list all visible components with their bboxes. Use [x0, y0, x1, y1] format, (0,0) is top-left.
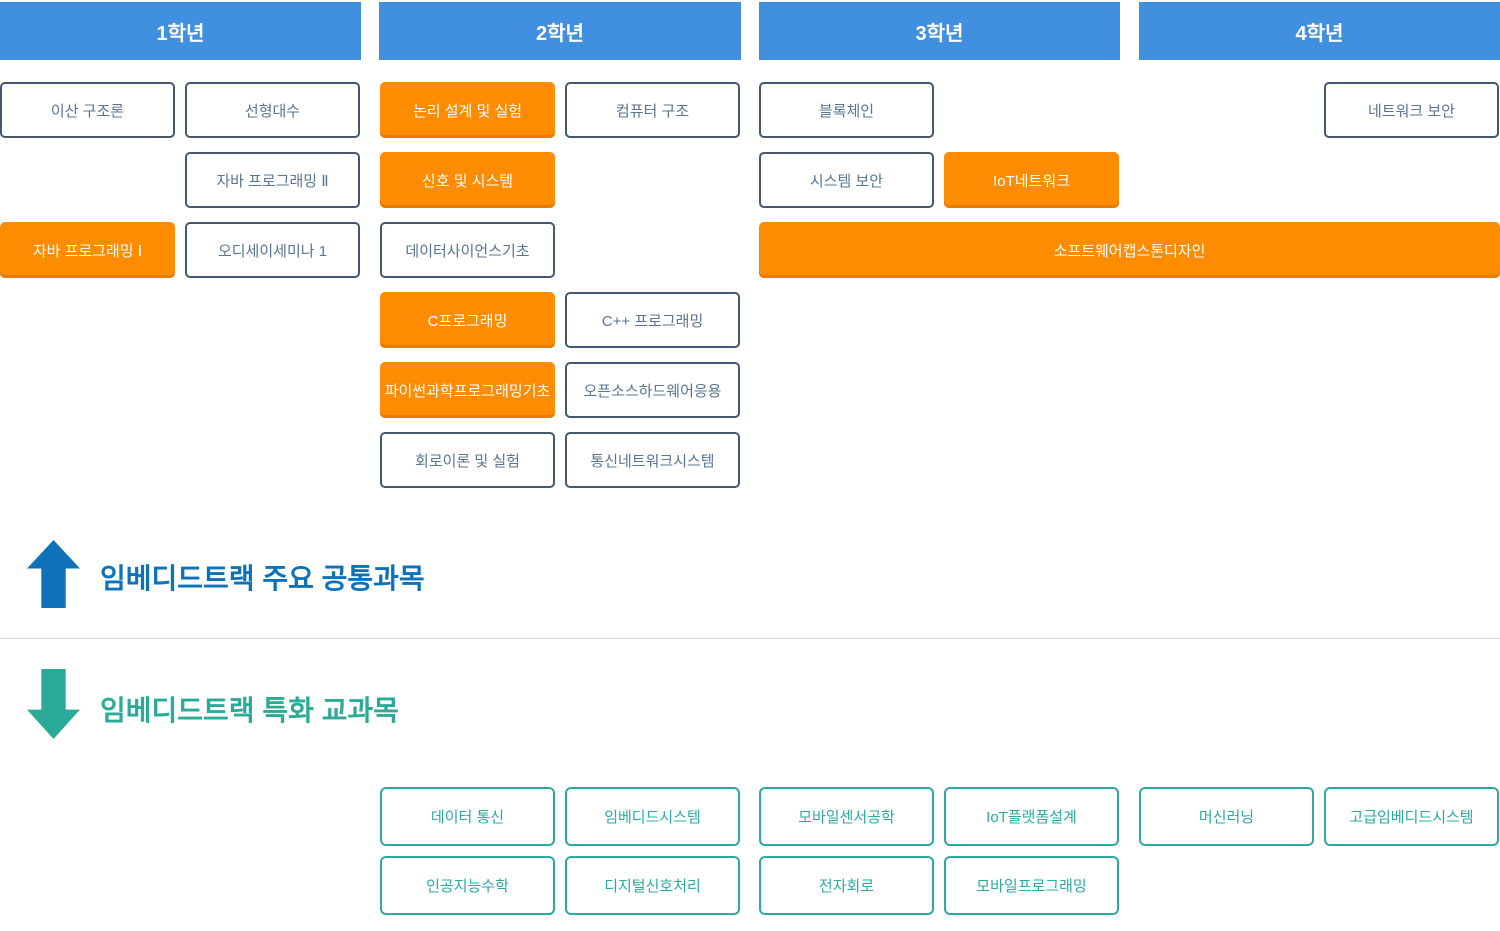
course-box: 파이썬과학프로그래밍기초 — [380, 362, 555, 418]
year-header: 2학년 — [379, 2, 741, 60]
course-box: 신호 및 시스템 — [380, 152, 555, 208]
course-box: 회로이론 및 실험 — [380, 432, 555, 488]
special-track-heading: 임베디드트랙 특화 교과목 — [100, 695, 399, 726]
course-box: 통신네트워크시스템 — [565, 432, 740, 488]
special-course-box: 데이터 통신 — [380, 787, 555, 846]
course-box: 자바 프로그래밍 Ⅰ — [0, 222, 175, 278]
special-course-box: 전자회로 — [759, 856, 934, 915]
course-box: 데이터사이언스기초 — [380, 222, 555, 278]
year-header: 1학년 — [0, 2, 361, 60]
special-course-box: 모바일프로그래밍 — [944, 856, 1119, 915]
course-box: C프로그래밍 — [380, 292, 555, 348]
course-box: 논리 설계 및 실험 — [380, 82, 555, 138]
common-track-heading: 임베디드트랙 주요 공통과목 — [100, 563, 425, 594]
course-box: 시스템 보안 — [759, 152, 934, 208]
special-course-box: 임베디드시스템 — [565, 787, 740, 846]
course-box: C++ 프로그래밍 — [565, 292, 740, 348]
special-course-box: 인공지능수학 — [380, 856, 555, 915]
course-box: 컴퓨터 구조 — [565, 82, 740, 138]
course-box: 자바 프로그래밍 Ⅱ — [185, 152, 360, 208]
course-box: 오픈소스하드웨어응용 — [565, 362, 740, 418]
special-course-box: 머신러닝 — [1139, 787, 1314, 846]
course-box: 오디세이세미나 1 — [185, 222, 360, 278]
course-box: 이산 구조론 — [0, 82, 175, 138]
section-divider — [0, 638, 1500, 639]
year-header: 3학년 — [759, 2, 1120, 60]
course-box: 블록체인 — [759, 82, 934, 138]
course-box: 선형대수 — [185, 82, 360, 138]
special-course-box: IoT플랫폼설계 — [944, 787, 1119, 846]
special-course-box: 고급임베디드시스템 — [1324, 787, 1499, 846]
course-box: 네트워크 보안 — [1324, 82, 1499, 138]
course-box: 소프트웨어캡스톤디자인 — [759, 222, 1500, 278]
course-box: IoT네트워크 — [944, 152, 1119, 208]
special-course-box: 모바일센서공학 — [759, 787, 934, 846]
year-header: 4학년 — [1139, 2, 1500, 60]
special-course-box: 디지털신호처리 — [565, 856, 740, 915]
